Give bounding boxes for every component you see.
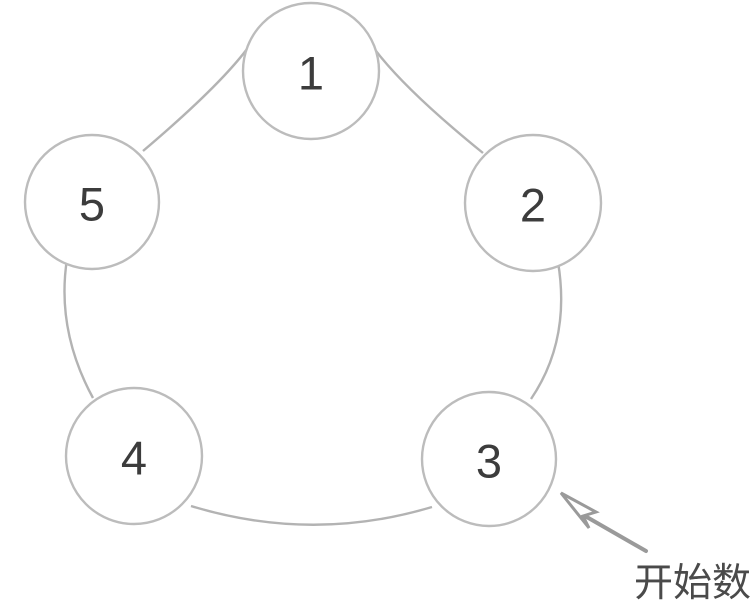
node-5-circle[interactable] (23, 133, 161, 271)
node-2-circle[interactable] (463, 133, 603, 273)
annotation-arrow-shaft (583, 514, 648, 553)
node-5-label: 5 (79, 178, 105, 231)
node-4[interactable]: 4 (64, 386, 204, 526)
node-1-label: 1 (298, 47, 324, 100)
nodes-group: 1 2 3 4 5 (23, 1, 603, 528)
ring-arcs-group (63, 44, 563, 526)
node-4-circle[interactable] (64, 386, 204, 526)
arc-node5-node1 (142, 44, 251, 152)
arc-node1-node2 (372, 46, 484, 154)
node-1-circle[interactable] (241, 1, 381, 141)
node-2-label: 2 (520, 179, 546, 232)
node-1[interactable]: 1 (241, 1, 381, 141)
node-3[interactable]: 3 (420, 390, 558, 528)
arc-node4-node5 (63, 258, 95, 399)
arc-node2-node3 (530, 261, 563, 400)
annotation-arrow-head-icon (559, 491, 600, 529)
node-2[interactable]: 2 (463, 133, 603, 273)
arc-node3-node4 (190, 504, 433, 526)
node-3-circle[interactable] (420, 390, 558, 528)
start-number-annotation: 开始数 (559, 491, 751, 603)
node-5[interactable]: 5 (23, 133, 161, 271)
node-4-label: 4 (121, 432, 147, 485)
annotation-label: 开始数 (634, 561, 751, 603)
node-3-label: 3 (476, 435, 502, 488)
